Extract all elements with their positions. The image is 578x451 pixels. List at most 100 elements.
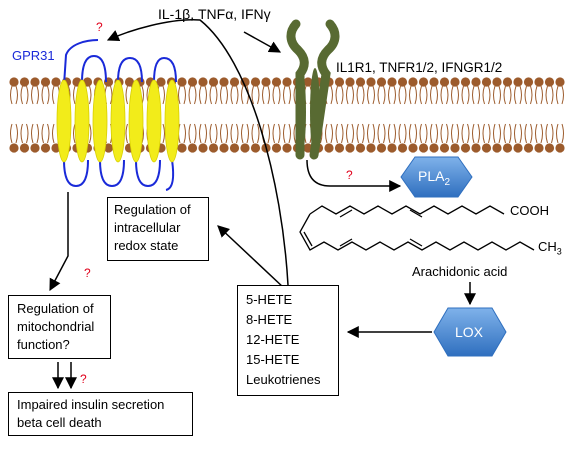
lipid-head bbox=[303, 77, 313, 87]
lipid-tail bbox=[367, 123, 375, 144]
lipid-head bbox=[492, 143, 502, 153]
lipid-tail bbox=[10, 123, 18, 144]
lipid-head bbox=[103, 143, 114, 153]
lipid-head bbox=[324, 143, 334, 153]
lipid-head bbox=[30, 77, 40, 87]
lipid-head bbox=[355, 143, 366, 153]
lipid-head bbox=[229, 77, 240, 87]
lipid-tail bbox=[178, 85, 186, 105]
receptor-tm-left bbox=[296, 68, 306, 156]
lipid-head bbox=[208, 143, 219, 153]
il1-text: IL-1 bbox=[158, 6, 183, 22]
lipid-tail bbox=[251, 85, 260, 105]
lipid-tail bbox=[241, 85, 249, 105]
lipid-head bbox=[429, 77, 439, 87]
lipid-tail bbox=[209, 123, 218, 144]
lipid-tail bbox=[419, 123, 428, 144]
lipid-tail bbox=[377, 85, 386, 105]
arrow-hete-to-gpr31 bbox=[106, 19, 289, 286]
lipid-tail bbox=[556, 123, 564, 144]
lipid-head bbox=[450, 77, 460, 87]
lipid-head bbox=[9, 77, 19, 87]
gpr31-helix bbox=[110, 79, 126, 163]
outcome-line-2: beta cell death bbox=[17, 415, 102, 430]
gpr31-receptor bbox=[56, 39, 180, 191]
question-mark-outcome: ? bbox=[80, 372, 87, 386]
lipid-tail bbox=[367, 85, 375, 105]
lipid-tail bbox=[230, 123, 239, 144]
lipid-head bbox=[30, 143, 40, 153]
lipid-tail bbox=[188, 85, 197, 105]
lipid-head bbox=[355, 77, 366, 87]
lipid-tail bbox=[503, 123, 512, 144]
lipid-head bbox=[198, 143, 208, 153]
ch3-text: CH bbox=[538, 239, 557, 254]
lipid-tail bbox=[335, 123, 344, 144]
lipid-head bbox=[187, 77, 198, 87]
lipid-tail bbox=[220, 85, 228, 105]
lipid-head bbox=[219, 143, 229, 153]
lipid-head bbox=[544, 77, 555, 87]
lipid-head bbox=[418, 143, 429, 153]
lipid-tail bbox=[20, 85, 29, 105]
arachidonic-acid-structure bbox=[299, 205, 535, 251]
lipid-tail bbox=[493, 123, 501, 144]
lipid-tail bbox=[199, 123, 207, 144]
lipid-tail bbox=[472, 85, 480, 105]
lipid-head bbox=[376, 77, 387, 87]
redox-line-2: intracellular bbox=[114, 220, 181, 235]
lipid-head bbox=[429, 143, 439, 153]
hete-item-15: 15-HETE bbox=[246, 352, 300, 367]
mitochondrial-function-box: Regulation of mitochondrial function? bbox=[8, 295, 111, 359]
lipid-tail bbox=[524, 123, 533, 144]
lipid-head bbox=[9, 143, 19, 153]
lipid-tail bbox=[262, 85, 270, 105]
arrow-cytokines-to-receptor bbox=[243, 31, 282, 53]
lipid-tail bbox=[440, 85, 449, 105]
lipid-tail bbox=[430, 123, 438, 144]
redox-line-1: Regulation of bbox=[114, 202, 191, 217]
lipid-head bbox=[250, 77, 261, 87]
lipid-tail bbox=[514, 123, 522, 144]
lipid-tail bbox=[535, 85, 543, 105]
receptor-chain-left bbox=[286, 19, 309, 160]
lipid-head bbox=[51, 77, 61, 87]
pla2-text: PLA bbox=[418, 168, 445, 184]
lipid-tail bbox=[482, 85, 491, 105]
lipid-head bbox=[366, 143, 376, 153]
lipid-head bbox=[397, 77, 408, 87]
lipid-tail bbox=[41, 123, 50, 144]
lipid-tail bbox=[346, 123, 354, 144]
lipid-tail bbox=[325, 123, 333, 144]
lipid-head bbox=[261, 77, 271, 87]
hete-item-12: 12-HETE bbox=[246, 332, 300, 347]
lipid-tail bbox=[209, 85, 218, 105]
lipid-head bbox=[345, 143, 355, 153]
lipid-head bbox=[534, 143, 544, 153]
lipid-head bbox=[345, 77, 355, 87]
lipid-head bbox=[460, 77, 471, 87]
lipid-head bbox=[513, 77, 523, 87]
gpr31-loops bbox=[63, 54, 177, 188]
lipid-head bbox=[40, 143, 51, 153]
lipid-tail bbox=[430, 85, 438, 105]
lipid-tail bbox=[461, 85, 470, 105]
lipid-tail bbox=[545, 85, 554, 105]
lipid-tail bbox=[31, 123, 39, 144]
lipid-head bbox=[481, 143, 492, 153]
pla2-enzyme bbox=[400, 156, 473, 198]
lipid-head bbox=[334, 143, 345, 153]
lipid-tail bbox=[503, 85, 512, 105]
lipid-head bbox=[502, 143, 513, 153]
lipid-head bbox=[240, 143, 250, 153]
lipid-head bbox=[523, 143, 534, 153]
lipid-tail bbox=[220, 123, 228, 144]
ch3-subscript: 3 bbox=[556, 246, 562, 257]
receptor-chain-right bbox=[309, 19, 340, 160]
lipid-tail bbox=[545, 123, 554, 144]
lipid-tail bbox=[524, 85, 533, 105]
question-mark-pla2: ? bbox=[346, 168, 353, 182]
lipid-head bbox=[544, 143, 555, 153]
lipid-tail bbox=[451, 85, 459, 105]
receptor-label: IL1R1, TNFR1/2, IFNGR1/2 bbox=[336, 60, 503, 75]
